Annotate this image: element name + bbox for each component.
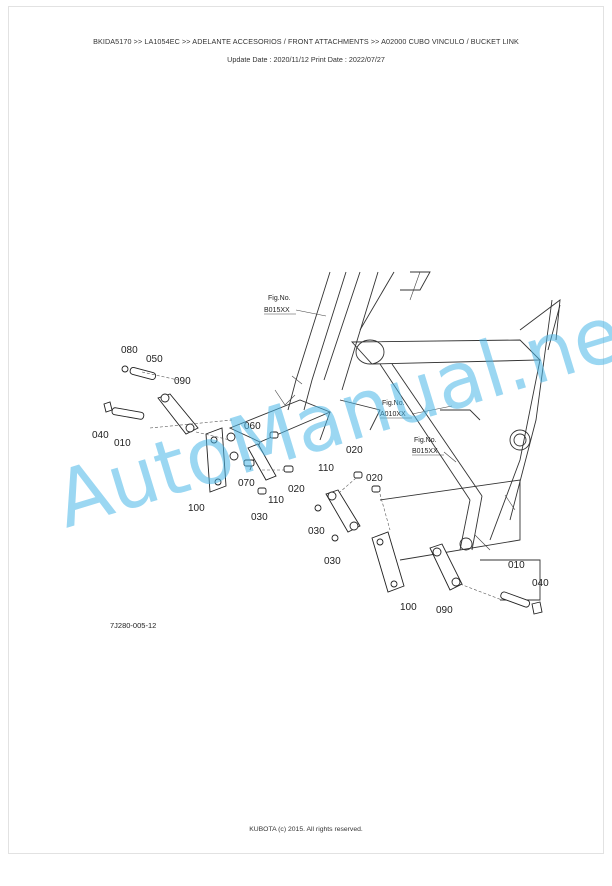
fig-ref-3: Fig.No. B015XX: [412, 437, 457, 463]
loader-frame-drawing: [228, 271, 561, 601]
fig-ref-1-title: Fig.No.: [268, 295, 291, 302]
callout-090: 090: [174, 376, 191, 387]
fig-ref-2-title: Fig.No.: [382, 400, 405, 407]
parts-left: [103, 365, 294, 495]
callout-010: 010: [114, 438, 131, 449]
fig-ref-2: Fig.No. A010XX: [380, 400, 453, 419]
callout-100: 100: [188, 503, 205, 514]
callout-020: 020: [288, 484, 305, 495]
callout-080: 080: [121, 345, 138, 356]
callout-110: 110: [268, 495, 284, 506]
drawing-code: 7J280-005-12: [110, 621, 156, 630]
fig-ref-1: Fig.No. B015XX: [264, 295, 327, 317]
callout-100-right: 100: [400, 602, 417, 613]
update-print-dates: Update Date : 2020/11/12 Print Date : 20…: [227, 55, 385, 64]
callout-060: 060: [244, 421, 261, 432]
callout-070: 070: [238, 478, 255, 489]
page-frame: [8, 6, 604, 854]
parts-right: [314, 471, 543, 615]
callout-030-right-a: 030: [308, 526, 325, 537]
callout-030: 030: [251, 512, 268, 523]
callout-020-right-b: 020: [366, 473, 383, 484]
callout-110-right: 110: [318, 463, 334, 474]
callouts: 080 050 090 040 010 060 070 110 020 100 …: [92, 345, 549, 616]
breadcrumb: BKIDA5170 >> LA1054EC >> ADELANTE ACCESO…: [93, 37, 519, 46]
callout-040: 040: [92, 430, 109, 441]
callout-020-right-a: 020: [346, 445, 363, 456]
fig-ref-2-code: A010XX: [380, 411, 406, 418]
callout-030-right-b: 030: [324, 556, 341, 567]
fig-ref-3-code: B015XX: [412, 448, 438, 455]
fig-ref-1-code: B015XX: [264, 307, 290, 314]
callout-090-right: 090: [436, 605, 453, 616]
callout-050: 050: [146, 354, 163, 365]
callout-040-right: 040: [532, 578, 549, 589]
fig-ref-3-title: Fig.No.: [414, 437, 437, 444]
callout-010-right: 010: [508, 560, 525, 571]
copyright-footer: KUBOTA (c) 2015. All rights reserved.: [249, 826, 363, 833]
